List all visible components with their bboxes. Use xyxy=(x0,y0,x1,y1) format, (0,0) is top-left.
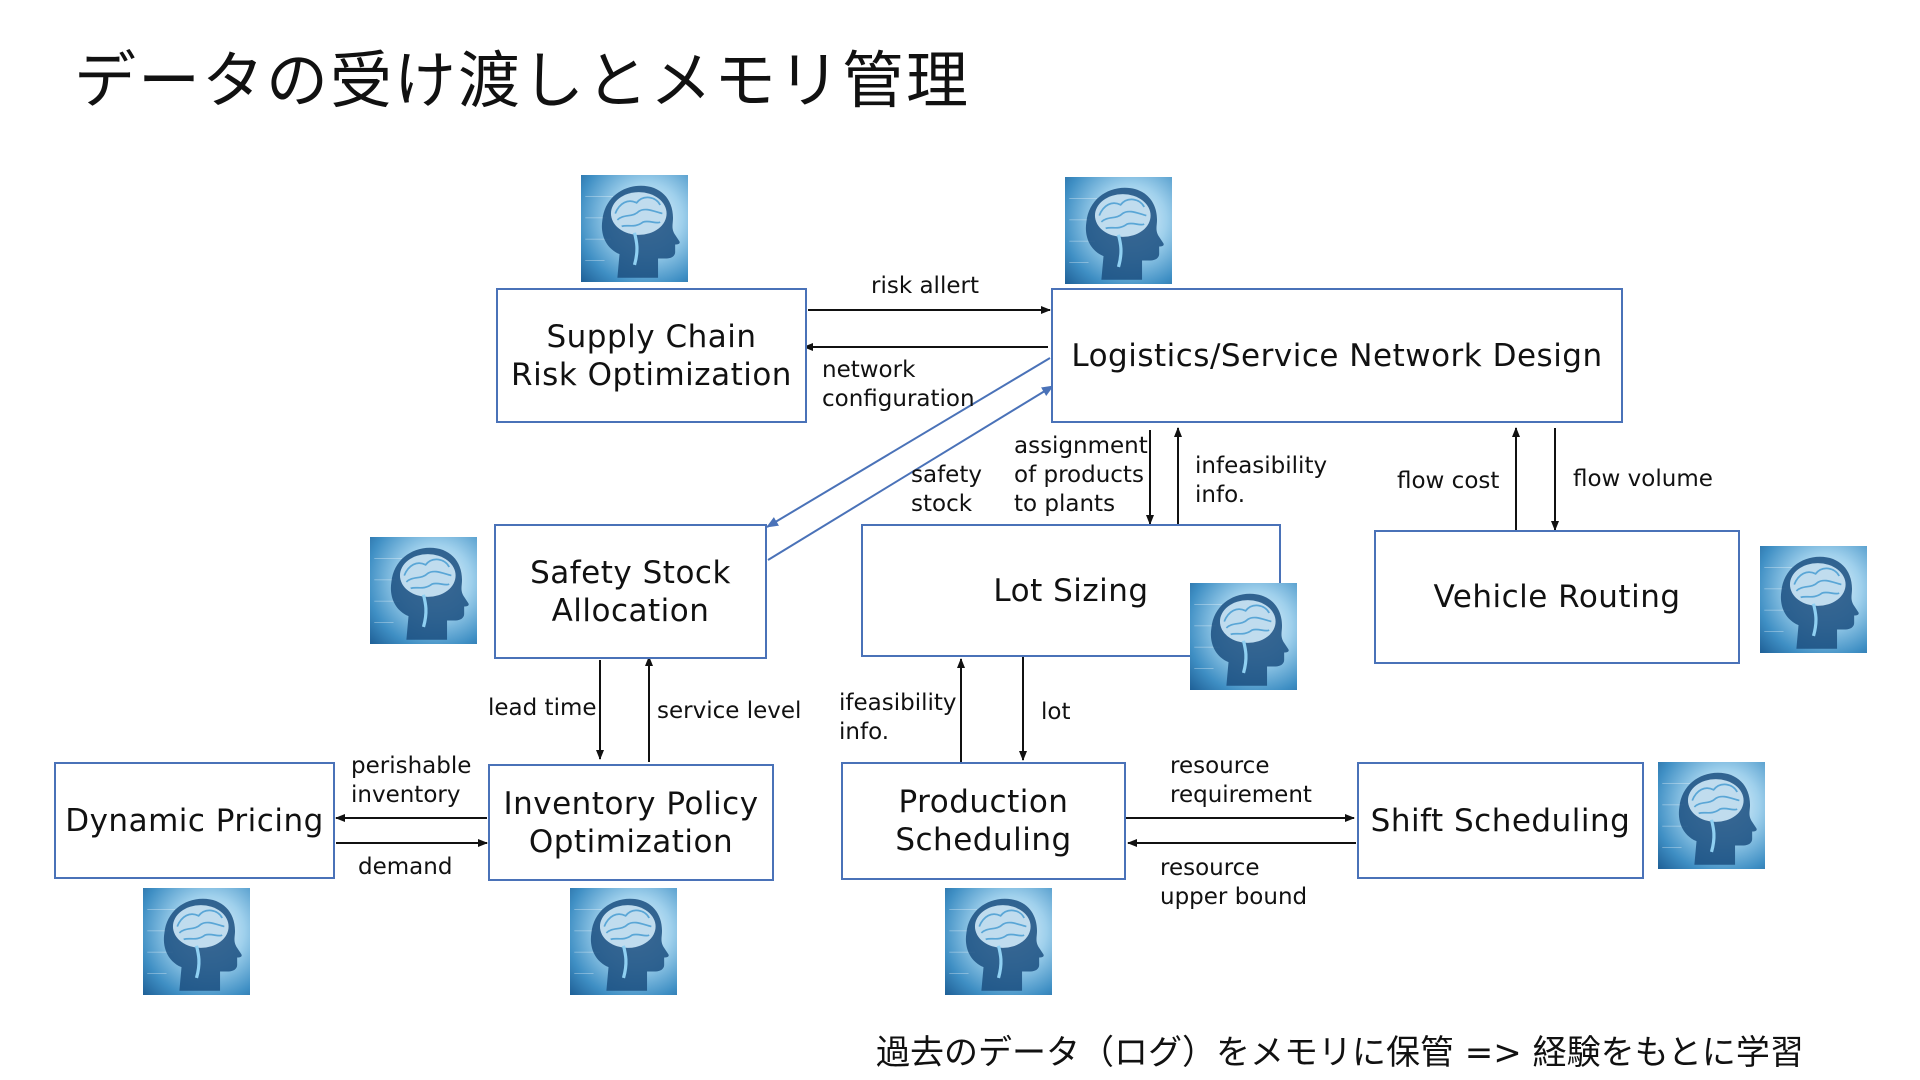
brain-ai-icon xyxy=(1065,177,1172,284)
brain-ai-icon xyxy=(370,537,477,644)
node-safety-stock: Safety Stock Allocation xyxy=(494,524,767,659)
edge-label-demand: demand xyxy=(358,854,453,880)
edge-label-ifeasibility-info: ifeasibility info. xyxy=(839,690,957,745)
node-vehicle-routing: Vehicle Routing xyxy=(1374,530,1740,664)
brain-ai-icon xyxy=(1760,546,1867,653)
arrow-network-to-safety-stock xyxy=(766,357,1051,528)
node-label: Inventory Policy Optimization xyxy=(503,785,759,860)
edge-label-flow-volume: flow volume xyxy=(1573,466,1713,492)
edge-label-service-level: service level xyxy=(657,698,802,724)
node-label: Production Scheduling xyxy=(895,784,1072,858)
node-label: Dynamic Pricing xyxy=(65,802,324,839)
node-inventory-policy: Inventory Policy Optimization xyxy=(488,764,774,881)
edge-label-perishable-inventory: perishable inventory xyxy=(351,753,472,808)
edge-label-resource-requirement: resource requirement xyxy=(1170,753,1312,808)
node-label: Vehicle Routing xyxy=(1433,579,1681,615)
brain-ai-icon xyxy=(1190,583,1297,690)
node-label: Safety Stock Allocation xyxy=(530,554,731,629)
node-supply-chain-risk: Supply Chain Risk Optimization xyxy=(496,288,807,423)
node-label: Lot Sizing xyxy=(993,572,1149,609)
node-label: Logistics/Service Network Design xyxy=(1071,337,1603,374)
edge-label-lead-time: lead time xyxy=(488,695,597,721)
edge-label-resource-upper-bound: resource upper bound xyxy=(1160,855,1308,910)
page-title: データの受け渡しとメモリ管理 xyxy=(74,44,971,117)
node-label: Supply Chain Risk Optimization xyxy=(511,318,792,393)
arrow-safety-stock-to-network xyxy=(767,385,1054,561)
footer-note: 過去のデータ（ログ）をメモリに保管 => 経験をもとに学習 xyxy=(876,1033,1804,1073)
edge-label-assignment: assignment of products to plants xyxy=(1014,433,1148,517)
brain-ai-icon xyxy=(1658,762,1765,869)
edge-label-risk-allert: risk allert xyxy=(871,273,979,299)
node-dynamic-pricing: Dynamic Pricing xyxy=(54,762,335,879)
brain-ai-icon xyxy=(581,175,688,282)
node-network-design: Logistics/Service Network Design xyxy=(1051,288,1623,423)
edge-label-infeasibility-info: infeasibility info. xyxy=(1195,453,1328,508)
edge-label-flow-cost: flow cost xyxy=(1397,468,1500,494)
node-label: Shift Scheduling xyxy=(1370,802,1631,839)
edge-label-network-configuration: network configuration xyxy=(822,357,975,412)
brain-ai-icon xyxy=(945,888,1052,995)
brain-ai-icon xyxy=(143,888,250,995)
edge-label-lot: lot xyxy=(1041,699,1071,725)
node-shift-scheduling: Shift Scheduling xyxy=(1357,762,1644,879)
edge-label-safety-stock: safety stock xyxy=(911,462,982,517)
node-production-scheduling: Production Scheduling xyxy=(841,762,1126,880)
brain-ai-icon xyxy=(570,888,677,995)
